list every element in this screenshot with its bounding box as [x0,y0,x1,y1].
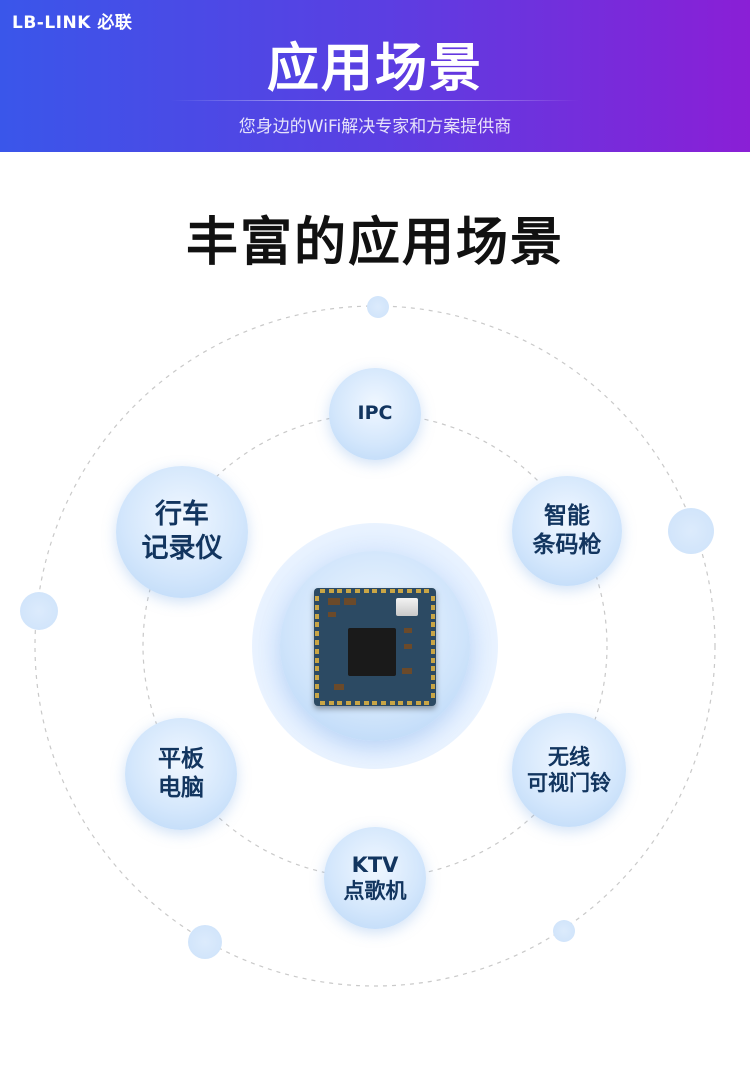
solder-pad [431,666,435,672]
solder-pad [320,701,325,705]
app-label: IPC [357,402,393,425]
solder-pad [315,657,319,663]
solder-pad [337,701,343,705]
solder-pad [337,589,343,593]
solder-pad [315,675,319,681]
app-label: 平板 [158,746,204,773]
solder-pad [328,589,334,593]
component [334,684,344,690]
solder-pad [315,604,319,610]
solder-pad [354,701,360,705]
solder-pad [372,589,378,593]
app-label: 智能 [544,503,590,530]
solder-pad [431,604,435,610]
banner-title: 应用场景 [266,39,483,99]
solder-pad [415,701,421,705]
section-title: 丰富的应用场景 [185,213,564,273]
solder-pad [363,589,369,593]
app-node-barcode-scanner: 智能 条码枪 [512,476,622,586]
solder-pad [431,657,435,663]
app-label: 行车 [155,499,209,531]
app-label: 电脑 [158,775,204,801]
component [402,668,412,674]
solder-pad [380,701,386,705]
solder-pad [431,631,435,637]
banner-subtitle: 您身边的WiFi解决专家和方案提供商 [238,117,512,137]
solder-pad [431,622,435,628]
orbit-dot [553,920,575,942]
solder-pad [315,596,319,601]
solder-pad [407,701,412,705]
solder-pad [398,701,404,705]
solder-pad [315,613,319,619]
component [328,612,336,617]
component [328,598,340,605]
app-label: 无线 [548,744,590,769]
orbit-dot [20,592,58,630]
solder-pad [315,666,319,672]
solder-pad [354,589,360,593]
app-node-ktv: KTV 点歌机 [324,827,426,929]
wifi-module-image [314,588,436,706]
app-label: 记录仪 [141,533,223,564]
app-label: KTV [351,852,399,877]
solder-pad [424,589,430,593]
solder-pad [431,596,435,601]
solder-pad [315,622,319,628]
solder-pad [315,692,319,698]
header-banner: LB-LINK 必联 应用场景 您身边的WiFi解决专家和方案提供商 [0,0,750,152]
app-label: 可视门铃 [527,771,611,795]
solder-pad [431,648,435,654]
app-node-tablet: 平板 电脑 [125,718,237,830]
solder-pad [346,589,352,593]
outer-orbit [34,305,716,987]
banner-divider [170,100,580,101]
solder-pad [372,701,378,705]
component [344,598,356,605]
solder-pad [346,701,352,705]
solder-pad [431,675,435,681]
solder-pad [407,589,412,593]
app-label: 条码枪 [532,532,602,558]
solder-pad [431,684,435,689]
solder-pad [389,589,395,593]
app-node-dashcam: 行车 记录仪 [116,466,248,598]
solder-pad [424,701,430,705]
brand-logo: LB-LINK 必联 [12,13,133,33]
orbit-dot [367,296,389,318]
solder-pad [431,640,435,645]
solder-pad [328,701,334,705]
app-node-video-doorbell: 无线 可视门铃 [512,713,626,827]
solder-pad [415,589,421,593]
app-label: 点歌机 [343,879,407,903]
solder-pad [320,589,325,593]
app-node-ipc: IPC [329,368,421,460]
orbit-dot [668,508,714,554]
component [404,628,412,633]
solder-pad [431,692,435,698]
orbit-dot [188,925,222,959]
solder-pad [315,648,319,654]
component [404,644,412,649]
solder-pad [315,684,319,689]
solder-pad [431,613,435,619]
solder-pad [389,701,395,705]
chip-crystal [396,598,418,616]
solder-pad [315,640,319,645]
solder-pad [398,589,404,593]
chip-core [348,628,396,676]
solder-pad [380,589,386,593]
solder-pad [363,701,369,705]
solder-pad [315,631,319,637]
